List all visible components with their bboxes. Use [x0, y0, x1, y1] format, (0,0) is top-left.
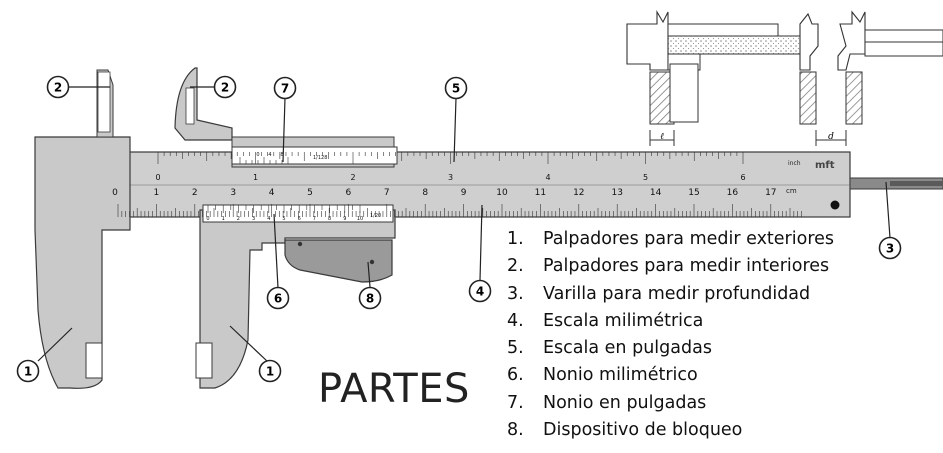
callout-8: 8: [358, 286, 382, 310]
inch-scale-label: 2: [350, 173, 355, 182]
callout-2-right: 2: [213, 75, 237, 99]
mm-scale-label: 16: [727, 188, 739, 198]
mm-scale-label: 9: [461, 188, 467, 198]
svg-text:6: 6: [274, 292, 282, 306]
mm-scale-label: 17: [765, 188, 776, 198]
callout-5: 5: [444, 76, 468, 100]
vernier-inch-ticks: [239, 157, 289, 164]
mm-scale-label: 8: [422, 188, 428, 198]
inch-scale-label: 3: [448, 173, 453, 182]
callout-lines: [37, 86, 891, 363]
vernier-inch-label: 8: [280, 152, 283, 158]
mm-scale-label: 10: [496, 188, 508, 198]
vernier-mm-label: 10: [357, 216, 363, 222]
callout-3: 3: [878, 236, 902, 260]
vernier-inch-ratio: 1/128: [313, 155, 327, 161]
mm-scale-label: 14: [650, 188, 662, 198]
vernier-mm-label: 6: [298, 216, 301, 222]
vernier-inch-label: 4: [268, 152, 271, 158]
callout-4: 4: [468, 279, 492, 303]
inset-exterior-measurement: ℓ: [626, 10, 801, 146]
screw-dot: [830, 200, 840, 210]
svg-text:3: 3: [886, 242, 894, 256]
vernier-mm-label: 7: [313, 216, 316, 222]
callout-1-left: 1: [16, 359, 40, 383]
inset-interior-measurement: d: [799, 10, 943, 146]
vernier-mm-label: 0: [206, 216, 209, 222]
svg-text:8: 8: [366, 292, 374, 306]
mm-scale-label: 4: [269, 188, 275, 198]
legend-item-8: 8.Dispositivo de bloqueo: [507, 420, 743, 441]
mm-unit: cm: [786, 187, 797, 195]
mm-scale-label: 6: [346, 188, 352, 198]
svg-text:2: 2: [54, 81, 62, 95]
inch-scale-label: 5: [643, 173, 648, 182]
callout-6: 6: [266, 286, 290, 310]
svg-text:4: 4: [476, 285, 484, 299]
mm-scale-label: 11: [535, 188, 546, 198]
callout-7: 7: [273, 76, 297, 100]
mm-scale-label: 1: [154, 188, 160, 198]
legend-item-1: 1.Palpadores para medir exteriores: [507, 229, 835, 249]
svg-text:2: 2: [221, 81, 229, 95]
fixed-jaw: [34, 69, 131, 389]
inch-scale-label: 0: [155, 173, 160, 182]
mm-scale-label: 15: [688, 188, 699, 198]
inch-scale-labels: 0 1 2 3 4 5 6: [155, 173, 745, 182]
mm-scale-label: 0: [112, 188, 118, 198]
inset-exterior-label: ℓ: [660, 132, 664, 142]
vernier-mm-label: 5: [282, 216, 285, 222]
legend-item-4: 4.Escala milimétrica: [507, 310, 704, 331]
legend-item-2: 2.Palpadores para medir interiores: [507, 256, 830, 277]
inch-scale-label: 1: [253, 173, 258, 182]
svg-text:1: 1: [24, 365, 32, 379]
legend-item-6: 6.Nonio milimétrico: [507, 365, 698, 386]
vernier-mm-label: 8: [328, 216, 331, 222]
vernier-mm-label: 3: [252, 216, 255, 222]
callout-1-right: 1: [258, 359, 282, 383]
vernier-mm-label: 1: [222, 216, 225, 222]
mm-scale-label: 3: [230, 188, 236, 198]
inch-unit: inch: [788, 160, 801, 167]
vernier-mm-label: 9: [343, 216, 346, 222]
legend-item-3: 3.Varilla para medir profundidad: [507, 283, 811, 304]
vernier-mm-ticks: [207, 205, 361, 213]
mm-scale-label: 5: [307, 188, 313, 198]
locking-device: [284, 239, 393, 283]
brand-logo: mft: [815, 160, 835, 171]
parts-legend: 1.Palpadores para medir exteriores 2.Pal…: [507, 226, 834, 444]
mm-scale-label: 2: [192, 188, 198, 198]
vernier-inch-label: 0: [256, 152, 259, 158]
vernier-mm-label: 2: [237, 216, 240, 222]
legend-item-7: 7.Nonio en pulgadas: [507, 392, 707, 413]
mm-scale-label: 12: [573, 188, 584, 198]
page-title: PARTES: [318, 366, 470, 412]
svg-text:5: 5: [452, 82, 460, 96]
mm-scale-ticks: [117, 204, 802, 217]
svg-text:7: 7: [281, 82, 289, 96]
vernier-mm-ratio: 1/20: [370, 213, 381, 219]
vernier-mm-labels: 0 1 2 3 4 5 6 7 8 9 10: [206, 216, 363, 222]
vernier-mm-label: 4: [267, 216, 270, 222]
sliding-jaw: [174, 67, 398, 389]
inset-interior-label: d: [828, 132, 834, 142]
vernier-inch-labels: 0 4 8: [256, 152, 283, 158]
legend-item-5: 5.Escala en pulgadas: [507, 338, 712, 359]
inch-scale-label: 4: [545, 173, 550, 182]
callout-2-left: 2: [46, 75, 70, 99]
inch-scale-label: 6: [740, 173, 745, 182]
svg-text:1: 1: [266, 365, 274, 379]
inch-scale-ticks: [157, 152, 744, 164]
mm-scale-label: 13: [611, 188, 622, 198]
mm-scale-label: 7: [384, 188, 390, 198]
